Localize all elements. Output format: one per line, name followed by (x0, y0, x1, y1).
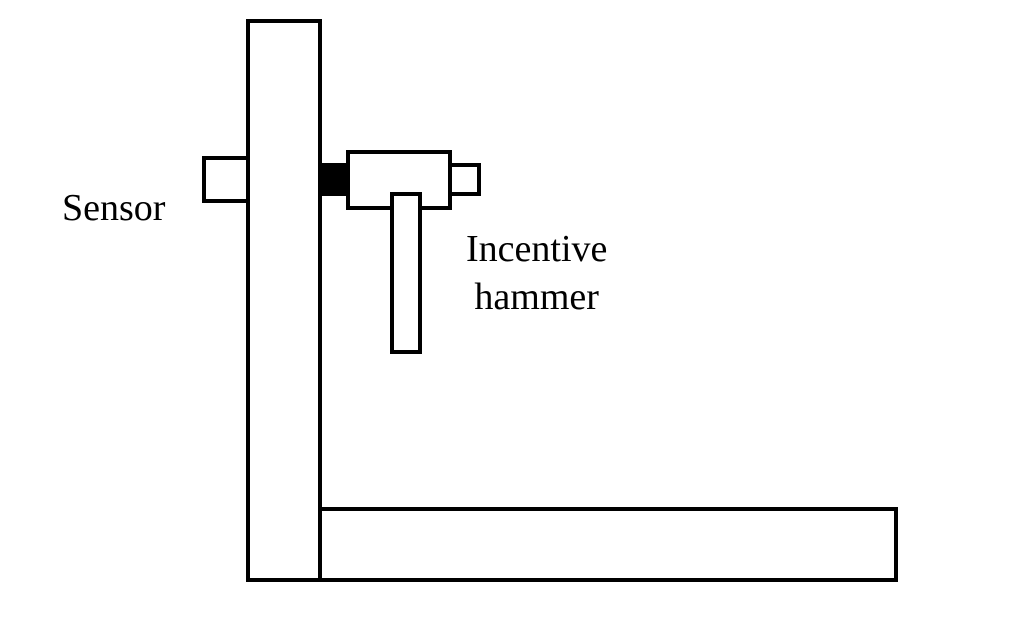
base-plate (318, 507, 898, 582)
sensor-label: Sensor (62, 187, 166, 229)
hammer-label-line1: Incentive (466, 228, 608, 270)
contact-pad (319, 163, 349, 196)
hammer-handle (390, 192, 422, 354)
sensor-block (202, 156, 250, 203)
hammer-label-line2: hammer (474, 276, 599, 318)
hammer-tip (448, 163, 481, 196)
vertical-column (246, 19, 322, 582)
incentive-hammer-label: Incentive hammer (466, 225, 607, 321)
